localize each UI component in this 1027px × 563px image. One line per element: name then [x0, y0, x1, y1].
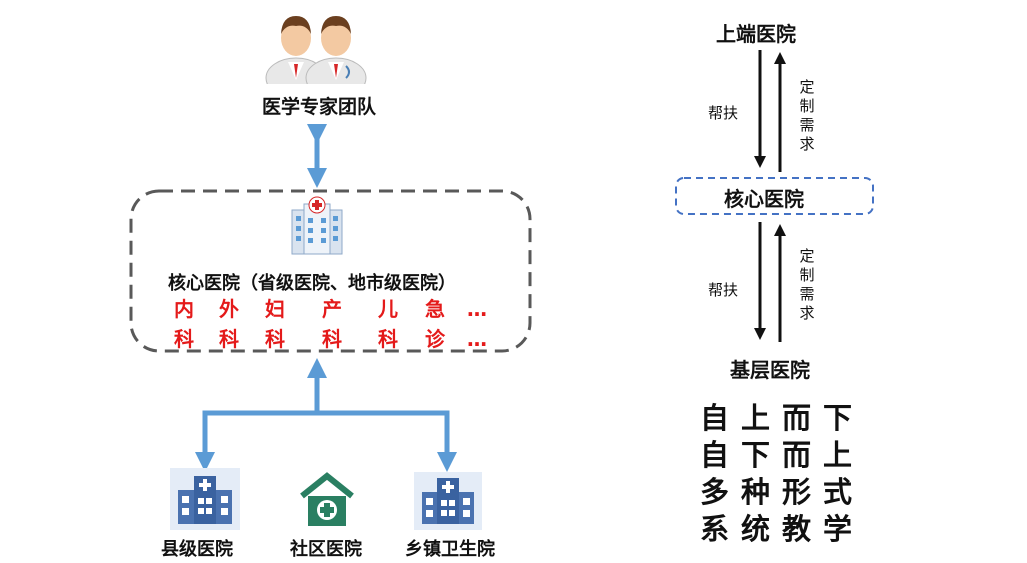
department-more: …… [467, 297, 487, 351]
sub-hospitals-connector [202, 410, 450, 465]
slogan-line: 系统教学 [700, 512, 865, 546]
top-hospital-label: 上端医院 [716, 22, 796, 46]
slogan-line: 自下而上 [700, 438, 865, 472]
right-core-hospital-label: 核心医院 [724, 187, 804, 211]
community-hospital-label: 社区医院 [290, 539, 362, 560]
department-surgery: 外科 [219, 297, 239, 351]
core-hospital-label: 核心医院（省级医院、地市级医院） [168, 273, 456, 294]
core-hospital-dashed-box [129, 189, 532, 353]
township-hospital-icon [414, 472, 482, 530]
department-pediatrics: 儿科 [378, 297, 398, 351]
doctors-icon [265, 16, 367, 84]
department-emergency: 急诊 [425, 297, 445, 351]
expert-team-label: 医学专家团队 [262, 96, 377, 118]
township-hospital-label: 乡镇卫生院 [405, 539, 495, 560]
help-label-lower: 帮扶 [708, 281, 739, 299]
demand-label-upper: 定制 需求 [799, 78, 815, 153]
demand-label-lower: 定制 需求 [799, 247, 815, 322]
slogan-line: 多种形式 [700, 475, 865, 509]
base-hospital-label: 基层医院 [730, 358, 810, 382]
slogan-block: 自上而下 自下而上 多种形式 系统教学 [700, 400, 864, 548]
county-hospital-label: 县级医院 [161, 539, 233, 560]
help-label-upper: 帮扶 [708, 104, 739, 122]
department-obstetrics: 产科 [322, 297, 342, 351]
right-core-dashed-box [675, 177, 874, 215]
hospital-building-icon [291, 196, 343, 255]
county-hospital-icon [170, 468, 240, 530]
department-gynecology: 妇科 [265, 297, 285, 351]
community-hospital-icon [300, 472, 354, 526]
slogan-line: 自上而下 [700, 401, 865, 435]
department-internal: 内科 [174, 297, 194, 351]
